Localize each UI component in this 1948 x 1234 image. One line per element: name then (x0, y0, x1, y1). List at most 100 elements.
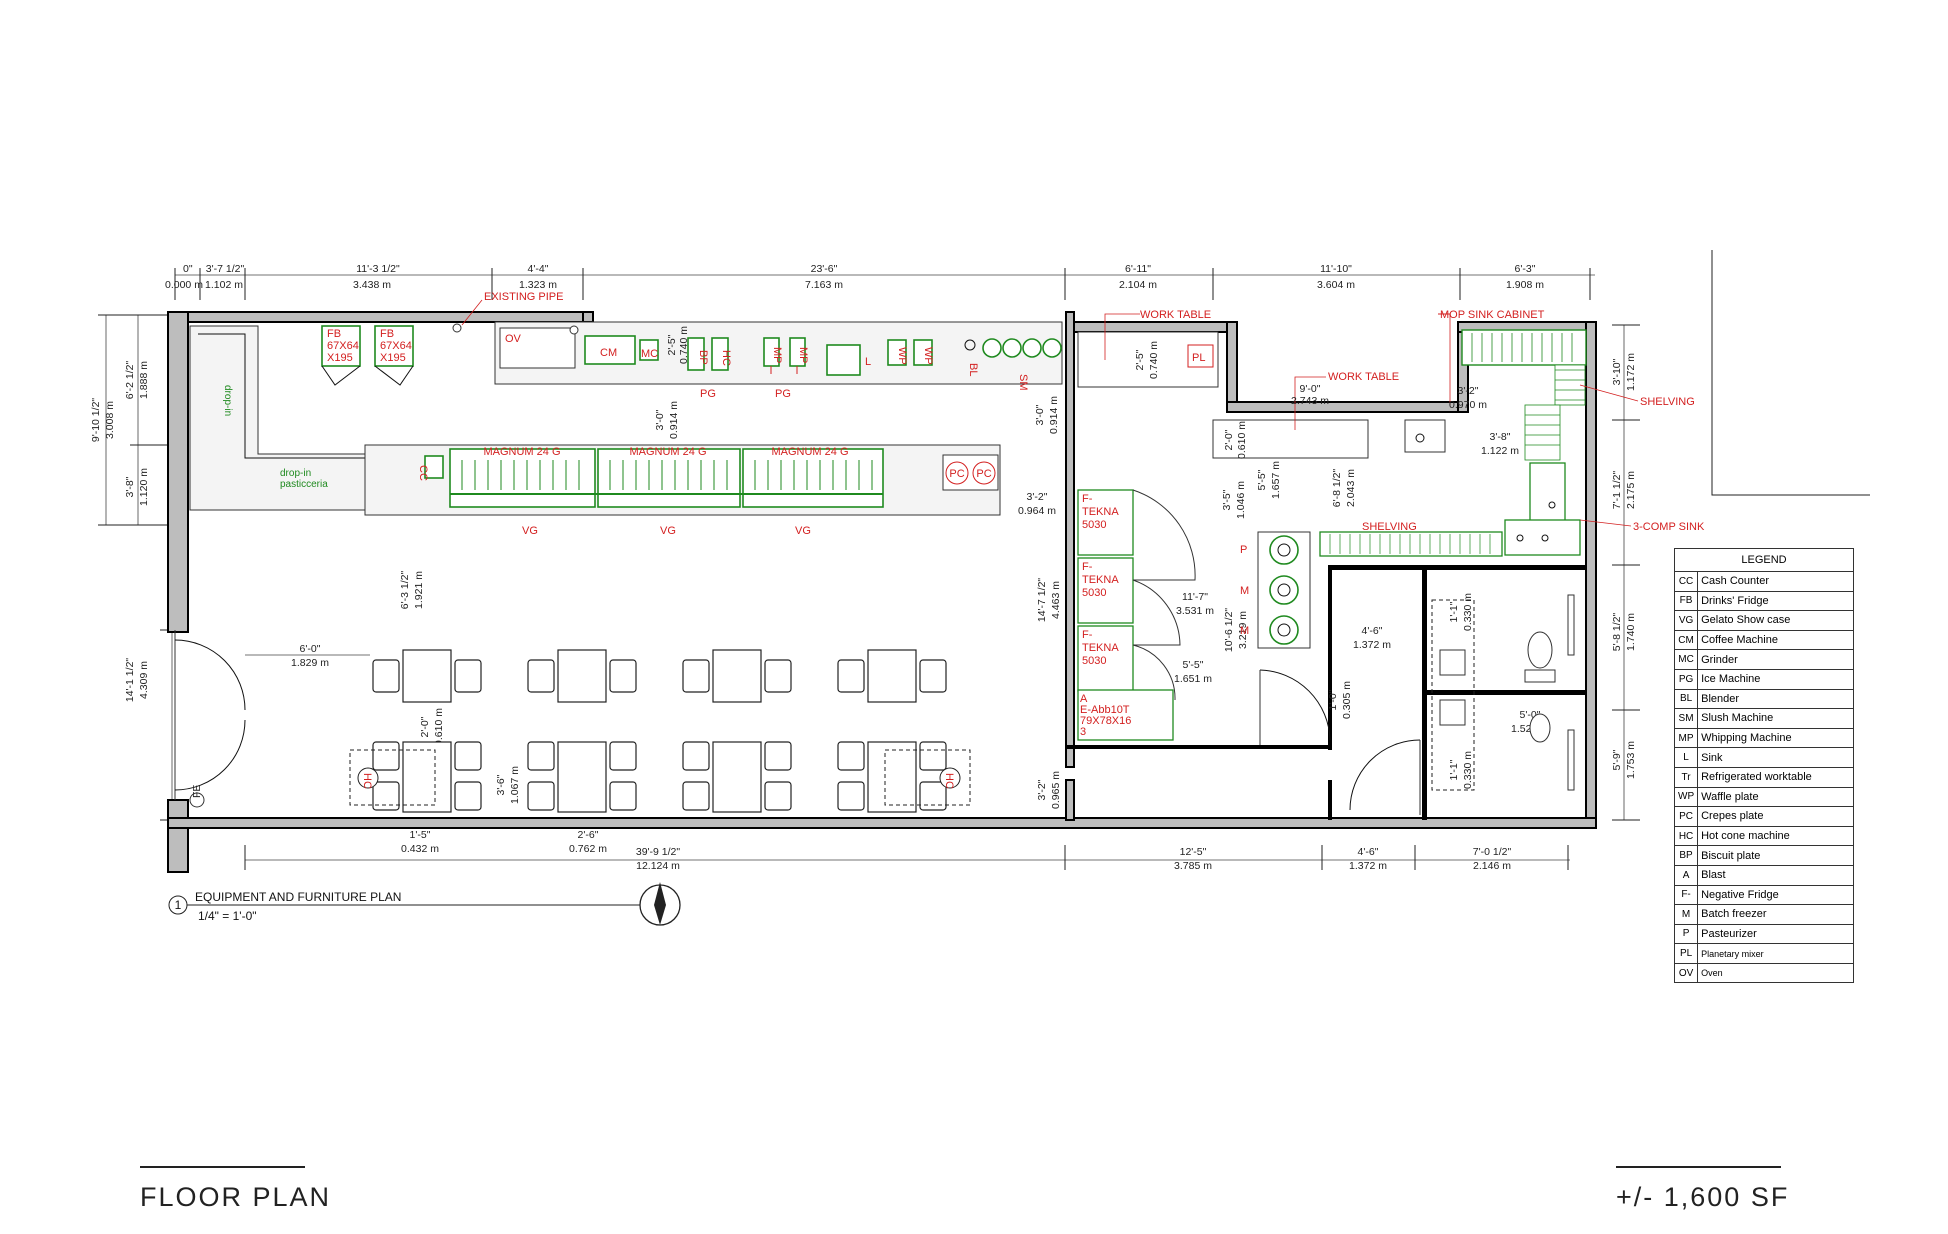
svg-text:X195: X195 (380, 352, 406, 364)
existing-pipe-label: EXISTING PIPE (484, 291, 563, 303)
svg-text:M: M (1240, 585, 1249, 597)
footer-left-title: FLOOR PLAN (140, 1182, 332, 1212)
oven (499, 327, 576, 369)
svg-text:9'-0": 9'-0" (1300, 383, 1321, 395)
svg-text:1'-0": 1'-0" (1327, 689, 1339, 710)
shelving-label-1: SHELVING (1640, 396, 1695, 408)
kitchen-door-swing (1259, 669, 1331, 741)
bottom-dim-ft-2: 4'-6" (1358, 846, 1379, 858)
svg-text:14'-7 1/2": 14'-7 1/2" (1036, 578, 1048, 623)
svg-text:X195: X195 (327, 352, 353, 364)
svg-text:MAGNUM 24 G: MAGNUM 24 G (629, 446, 706, 458)
staircase-shelving (1524, 364, 1586, 461)
hot-cone-machine-2 (939, 767, 961, 789)
svg-text:79X78X16: 79X78X16 (1080, 715, 1131, 727)
top-dim-m-1: 1.102 m (205, 279, 243, 291)
svg-text:3'-0": 3'-0" (654, 409, 666, 430)
svg-text:1'-5": 1'-5" (410, 829, 431, 841)
svg-text:F-: F- (1082, 493, 1093, 505)
svg-text:10'-6 1/2": 10'-6 1/2" (1223, 608, 1235, 653)
svg-text:1.829 m: 1.829 m (291, 657, 329, 669)
legend-title: LEGEND (1674, 548, 1854, 572)
svg-text:1'-1": 1'-1" (1448, 601, 1460, 622)
right-dim-ft-2: 5'-8 1/2" (1611, 613, 1623, 652)
plan-title: EQUIPMENT AND FURNITURE PLAN (195, 890, 401, 904)
bottom-dim-ft-1: 12'-5" (1180, 846, 1207, 858)
sink (826, 344, 861, 376)
left-dim-ft-3: 14'-1 1/2" (124, 658, 136, 703)
pasteurizer-batch-freezers: P M M (1240, 531, 1311, 649)
top-dimension-chain: 0" 0.000 m 3'-7 1/2" 1.102 m 11'-3 1/2" … (165, 263, 1595, 300)
svg-text:4'-6": 4'-6" (1362, 625, 1383, 637)
svg-text:1.921 m: 1.921 m (413, 571, 425, 609)
coffee-machine (584, 335, 636, 365)
left-dim-m-3: 4.309 m (138, 661, 150, 699)
hot-cone-machine (711, 337, 729, 371)
grinder (639, 339, 659, 361)
top-dim-ft-7: 6'-3" (1515, 263, 1536, 275)
right-dimension-chain: 3'-10" 1.172 m 7'-1 1/2" 2.175 m 5'-8 1/… (1611, 324, 1640, 821)
svg-text:2'-0": 2'-0" (1223, 429, 1235, 450)
svg-text:3'-2": 3'-2" (1036, 779, 1048, 800)
dining-tables (372, 649, 947, 813)
hot-cone-cart-2 (884, 749, 971, 806)
biscuit-plate (687, 337, 705, 371)
svg-text:1.372 m: 1.372 m (1353, 639, 1391, 651)
svg-text:FB: FB (327, 328, 341, 340)
planetary-mixer (1187, 344, 1214, 368)
left-dim-ft-0: 9'-10 1/2" (90, 398, 102, 443)
hot-cone-cart-1 (349, 749, 436, 806)
svg-text:VG: VG (522, 525, 538, 537)
fire-extinguisher-label: FE (191, 785, 203, 798)
right-dim-ft-1: 7'-1 1/2" (1611, 471, 1623, 510)
svg-text:3'-2": 3'-2" (1458, 385, 1479, 397)
svg-text:0.740 m: 0.740 m (678, 326, 690, 364)
left-dim-m-0: 3.008 m (104, 401, 116, 439)
svg-text:F-: F- (1082, 629, 1093, 641)
svg-text:0.965 m: 0.965 m (1050, 771, 1062, 809)
svg-text:WP: WP (922, 347, 934, 365)
top-dim-ft-2: 11'-3 1/2" (356, 263, 400, 275)
drinks-fridge-1: FB 67X64 X195 (321, 325, 361, 386)
svg-text:F-: F- (1082, 561, 1093, 573)
svg-text:5'-5": 5'-5" (1256, 469, 1268, 490)
plan-scale: 1/4" = 1'-0" (198, 909, 257, 923)
svg-text:67X64: 67X64 (327, 340, 359, 352)
grinder-label: MC (641, 348, 658, 360)
svg-text:2'-0": 2'-0" (419, 716, 431, 737)
svg-text:P: P (1240, 544, 1247, 556)
svg-text:0.740 m: 0.740 m (1148, 341, 1160, 379)
svg-text:1.122 m: 1.122 m (1481, 445, 1519, 457)
svg-text:1'-1": 1'-1" (1448, 759, 1460, 780)
blast-chiller: A E-Abb10T 79X78X16 3 (1077, 689, 1174, 741)
footer-right-rule (1616, 1166, 1781, 1168)
svg-text:PC: PC (949, 468, 964, 480)
restroom-fixtures (1431, 594, 1575, 791)
svg-text:5030: 5030 (1082, 519, 1106, 531)
footer-right-area: +/- 1,600 SF (1616, 1182, 1790, 1212)
svg-text:6'-0": 6'-0" (300, 643, 321, 655)
svg-text:5030: 5030 (1082, 587, 1106, 599)
mop-sink-cabinet (1461, 329, 1587, 366)
svg-text:0.432 m: 0.432 m (401, 843, 439, 855)
svg-text:E-Abb10T: E-Abb10T (1080, 704, 1130, 716)
top-dim-ft-1: 3'-7 1/2" (206, 263, 245, 275)
svg-text:3'-0": 3'-0" (1034, 404, 1046, 425)
svg-text:0.610 m: 0.610 m (433, 708, 445, 746)
svg-text:3'-6": 3'-6" (495, 774, 507, 795)
svg-text:5'-5": 5'-5" (1183, 659, 1204, 671)
svg-text:2.043 m: 2.043 m (1345, 469, 1357, 507)
svg-text:2.743 m: 2.743 m (1291, 395, 1329, 407)
svg-text:TEKNA: TEKNA (1082, 574, 1119, 586)
svg-text:0.330 m: 0.330 m (1462, 751, 1474, 789)
crepes-plates: PC PC (942, 454, 999, 491)
svg-text:MAGNUM 24 G: MAGNUM 24 G (483, 446, 560, 458)
top-dim-m-5: 2.104 m (1119, 279, 1157, 291)
